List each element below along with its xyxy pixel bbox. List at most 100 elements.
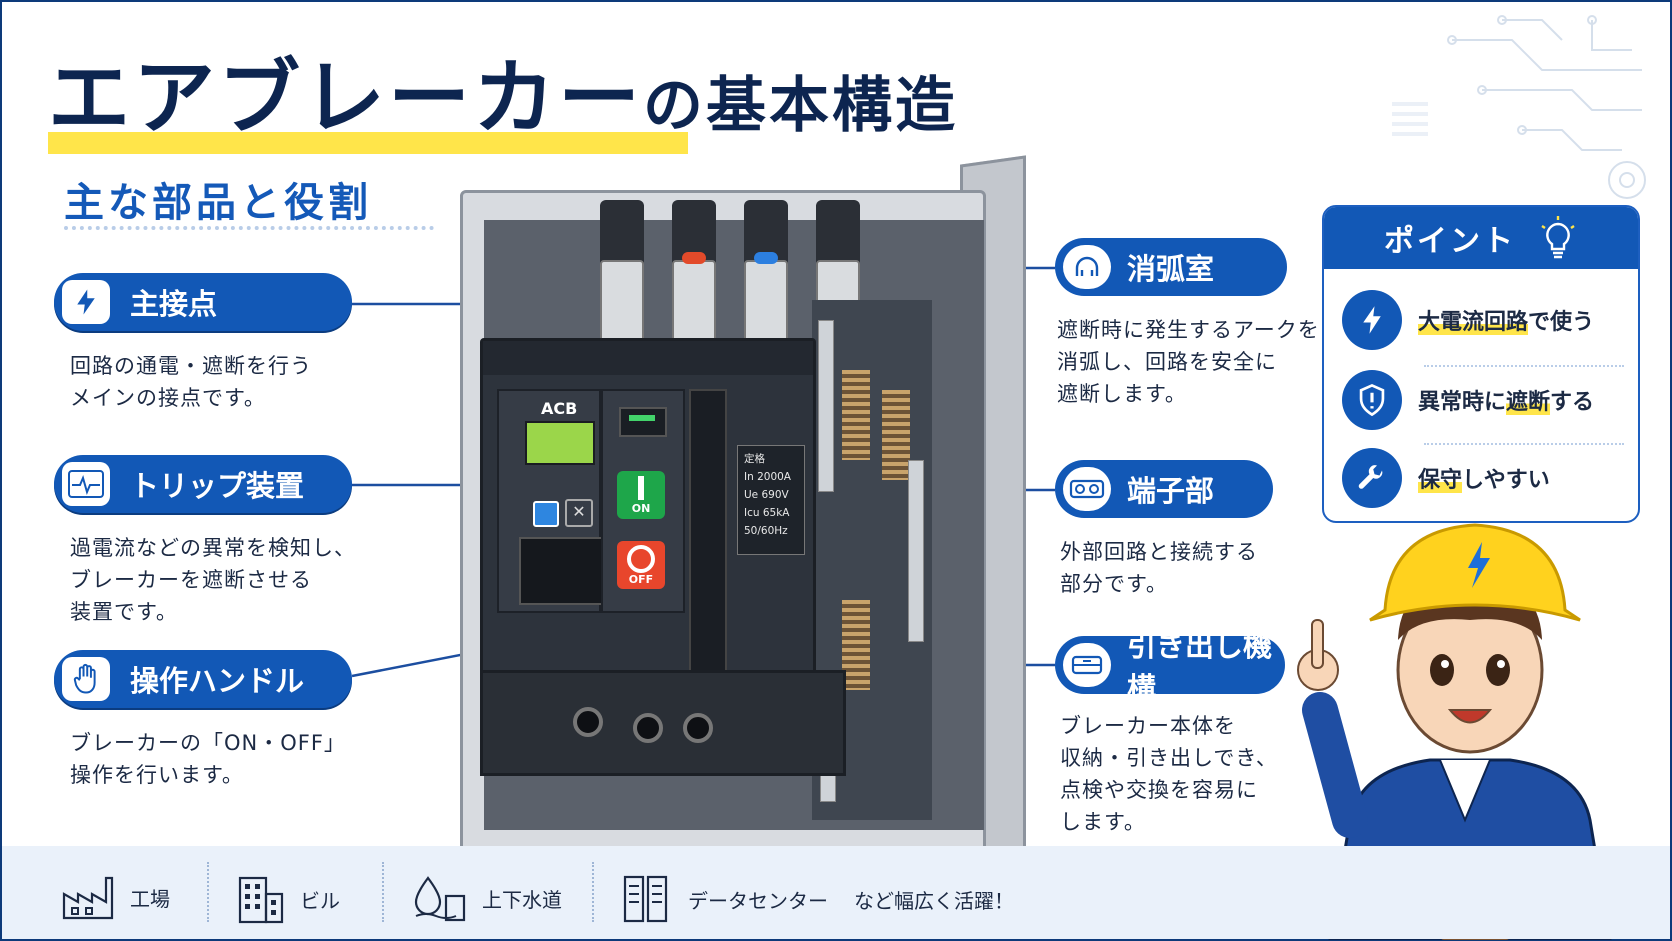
label-handle-text: 操作ハンドル xyxy=(130,664,305,698)
footer-item-datacenter: データセンター など幅広く活躍！ xyxy=(622,874,1014,924)
hand-icon xyxy=(62,657,110,701)
draw-out-base xyxy=(480,670,846,776)
point-item: 大電流回路で使う xyxy=(1342,285,1594,355)
point-item-text: 異常時に xyxy=(1418,390,1507,415)
desc-line: 遮断します。 xyxy=(1057,382,1187,406)
label-main-contact: 主接点 xyxy=(54,273,352,331)
desc-line: 部分です。 xyxy=(1060,572,1168,596)
desc-main-contact: 回路の通電・遮断を行う メインの接点です。 xyxy=(70,350,312,414)
point-item-text: しやすい xyxy=(1462,468,1550,493)
point-item-text: で使う xyxy=(1528,310,1595,335)
footer-divider xyxy=(382,862,386,922)
footer-usage-bar: 工場 ビル 上下水道 データセンター など幅広く活躍！ xyxy=(2,846,1670,939)
title-main: エアブレーカー xyxy=(48,51,644,146)
lightning-icon xyxy=(1342,290,1402,350)
desc-line: 操作を行います。 xyxy=(70,763,244,787)
desc-line: 回路の通電・遮断を行う xyxy=(70,354,312,378)
footer-item-factory: 工場 xyxy=(60,874,170,920)
drawer-icon xyxy=(1063,643,1111,687)
desc-line: 装置です。 xyxy=(70,600,178,624)
label-arc-chamber-text: 消弧室 xyxy=(1127,252,1215,286)
point-item-text: する xyxy=(1550,390,1595,415)
rating-line: Icu 65kA xyxy=(744,507,790,519)
breaker-front-panel: ACB ✕ ON OFF 定格 In 2000A Ue 690V Icu 65k… xyxy=(480,338,816,694)
factory-icon xyxy=(62,876,114,920)
shield-icon xyxy=(1342,370,1402,430)
on-button[interactable]: ON xyxy=(617,471,665,519)
on-button-label: ON xyxy=(631,502,651,515)
arc-chamber-icon xyxy=(1063,245,1111,289)
title-highlight xyxy=(48,132,688,154)
wrench-icon xyxy=(1342,448,1402,508)
trip-unit-display xyxy=(525,421,595,465)
page-subtitle: 主な部品と役割 xyxy=(64,180,372,226)
server-icon xyxy=(623,875,668,923)
desc-line: 遮断時に発生するアークを xyxy=(1057,318,1320,342)
air-circuit-breaker-illustration: ACB ✕ ON OFF 定格 In 2000A Ue 690V Icu 65k… xyxy=(460,150,1026,870)
desc-drawer: ブレーカー本体を 収納・引き出しでき、 点検や交換を容易に します。 xyxy=(1060,710,1278,838)
desc-line: メインの接点です。 xyxy=(70,386,266,410)
rating-line: In 2000A xyxy=(744,471,791,483)
model-label: ACB xyxy=(541,399,578,418)
desc-line: 外部回路と接続する xyxy=(1060,540,1258,564)
trip-unit-button[interactable] xyxy=(533,501,559,527)
point-item: 保守しやすい xyxy=(1342,443,1550,513)
rating-plate: 定格 In 2000A Ue 690V Icu 65kA 50/60Hz xyxy=(737,445,805,555)
page-title: エアブレーカーの基本構造 xyxy=(48,44,958,161)
point-divider xyxy=(1424,365,1624,367)
label-drawer: 引き出し機構 xyxy=(1055,629,1285,705)
water-icon xyxy=(414,876,466,922)
footer-item-label: ビル xyxy=(300,888,340,913)
point-item: 異常時に遮断する xyxy=(1342,365,1594,435)
footer-tail-text: など幅広く活躍！ xyxy=(854,888,1014,913)
lightbulb-icon xyxy=(1541,216,1575,259)
point-item-highlight: 保守 xyxy=(1418,468,1463,493)
desc-arc-chamber: 遮断時に発生するアークを 消弧し、回路を安全に 遮断します。 xyxy=(1057,314,1320,410)
rating-title: 定格 xyxy=(744,453,765,465)
label-drawer-text: 引き出し機構 xyxy=(1127,629,1273,705)
rating-line: 50/60Hz xyxy=(744,525,788,537)
footer-item-water: 上下水道 xyxy=(412,874,562,922)
trip-unit-screen xyxy=(519,537,603,605)
desc-handle: ブレーカーの「ON・OFF」 操作を行います。 xyxy=(70,727,346,791)
operation-panel: ON OFF xyxy=(601,389,685,613)
desc-line: ブレーカーの「ON・OFF」 xyxy=(70,731,346,755)
desc-trip-unit: 過電流などの異常を検知し、 ブレーカーを遮断させる 装置です。 xyxy=(70,532,356,628)
footer-item-label: 上下水道 xyxy=(482,887,562,912)
title-block: エアブレーカーの基本構造 xyxy=(48,44,958,164)
desc-terminal: 外部回路と接続する 部分です。 xyxy=(1060,536,1258,600)
arc-chamber xyxy=(812,300,932,820)
rating-line: Ue 690V xyxy=(744,489,789,501)
desc-line: ブレーカーを遮断させる xyxy=(70,568,312,592)
lightning-icon xyxy=(62,280,110,324)
footer-item-label: データセンター xyxy=(688,888,828,913)
footer-divider xyxy=(592,862,596,922)
trip-test-icon[interactable]: ✕ xyxy=(565,499,593,527)
footer-item-label: 工場 xyxy=(130,886,170,911)
subtitle-divider xyxy=(64,226,434,230)
operation-handle[interactable] xyxy=(689,389,727,673)
off-button-label: OFF xyxy=(628,573,654,586)
point-item-highlight: 大電流回路 xyxy=(1418,310,1529,335)
point-box: ポイント 大電流回路で使う 異常時に遮断する 保守しやすい xyxy=(1322,205,1640,523)
point-heading-text: ポイント xyxy=(1384,224,1516,259)
label-handle: 操作ハンドル xyxy=(54,650,352,708)
desc-line: 消弧し、回路を安全に xyxy=(1057,350,1277,374)
point-divider xyxy=(1424,443,1624,445)
off-button[interactable]: OFF xyxy=(617,541,665,589)
label-trip-unit: トリップ装置 xyxy=(54,455,352,513)
title-suffix: の基本構造 xyxy=(643,71,959,141)
desc-line: 収納・引き出しでき、 xyxy=(1060,746,1278,770)
desc-line: ブレーカー本体を xyxy=(1060,714,1236,738)
label-arc-chamber: 消弧室 xyxy=(1055,238,1287,296)
circuit-decoration-icon xyxy=(1392,15,1646,199)
label-main-contact-text: 主接点 xyxy=(130,287,218,321)
status-indicator xyxy=(619,407,667,437)
terminal-icon xyxy=(1063,467,1111,511)
desc-line: します。 xyxy=(1060,810,1146,834)
label-terminal-text: 端子部 xyxy=(1127,474,1215,508)
desc-line: 過電流などの異常を検知し、 xyxy=(70,536,356,560)
point-heading: ポイント xyxy=(1324,207,1638,269)
footer-item-building: ビル xyxy=(234,874,340,924)
label-trip-unit-text: トリップ装置 xyxy=(130,469,305,503)
